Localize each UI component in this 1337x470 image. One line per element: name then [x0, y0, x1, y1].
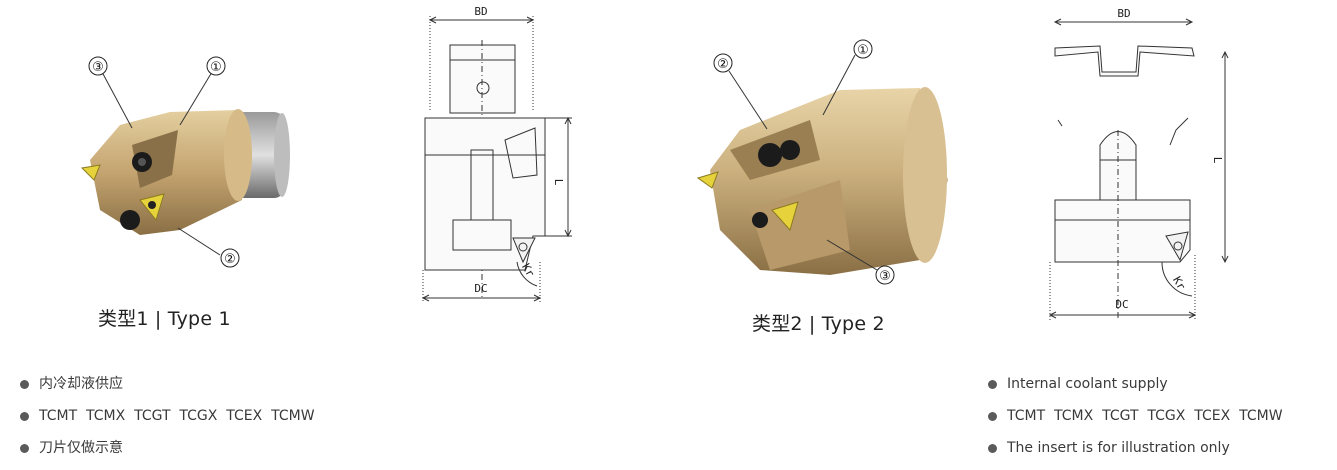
- bullet-icon: [20, 444, 29, 453]
- type2-technical-drawing: BD L DC Kr: [1048, 7, 1229, 320]
- list-item: The insert is for illustration only: [988, 438, 1283, 470]
- type1-callouts: ③ ① ②: [88, 56, 240, 268]
- type2-kr-label: Kr: [1170, 274, 1188, 292]
- bullet-icon: [988, 380, 997, 389]
- list-item: 刀片仅做示意: [20, 438, 315, 470]
- bullet-icon: [988, 412, 997, 421]
- type2-callout-2: ②: [717, 57, 729, 72]
- type2-caption: 类型2 | Type 2: [752, 313, 885, 335]
- type2-bd-label: BD: [1117, 7, 1130, 20]
- type2-l-label: L: [1211, 157, 1224, 164]
- bullet-icon: [20, 380, 29, 389]
- bullet-icon: [20, 412, 29, 421]
- type1-caption: 类型1 | Type 1: [98, 308, 231, 330]
- type2-dc-label: DC: [1115, 298, 1128, 311]
- type2-tool-render: [690, 60, 960, 290]
- list-item: Internal coolant supply: [988, 374, 1283, 406]
- type1-callout-3: ③: [92, 60, 104, 75]
- type1-l-label: L: [552, 179, 565, 186]
- bullet-icon: [988, 444, 997, 453]
- list-item: 内冷却液供应: [20, 374, 315, 406]
- list-item: TCMT TCMX TCGT TCGX TCEX TCMW: [988, 406, 1283, 438]
- type2-callout-3: ③: [879, 269, 891, 284]
- type1-technical-drawing: BD L DC Kr: [421, 5, 572, 302]
- left-feature-list: 内冷却液供应 TCMT TCMX TCGT TCGX TCEX TCMW 刀片仅…: [20, 374, 315, 470]
- type1-callout-2: ②: [224, 252, 236, 267]
- right-feature-list: Internal coolant supply TCMT TCMX TCGT T…: [988, 374, 1283, 470]
- type1-callout-1: ①: [210, 60, 222, 75]
- type2-callouts: ② ① ③: [713, 39, 895, 285]
- type2-callout-1: ①: [857, 43, 869, 58]
- type1-kr-label: Kr: [519, 261, 537, 279]
- list-item: TCMT TCMX TCGT TCGX TCEX TCMW: [20, 406, 315, 438]
- type1-dc-label: DC: [474, 282, 487, 295]
- type1-tool-render: [60, 50, 320, 280]
- type1-bd-label: BD: [474, 5, 487, 18]
